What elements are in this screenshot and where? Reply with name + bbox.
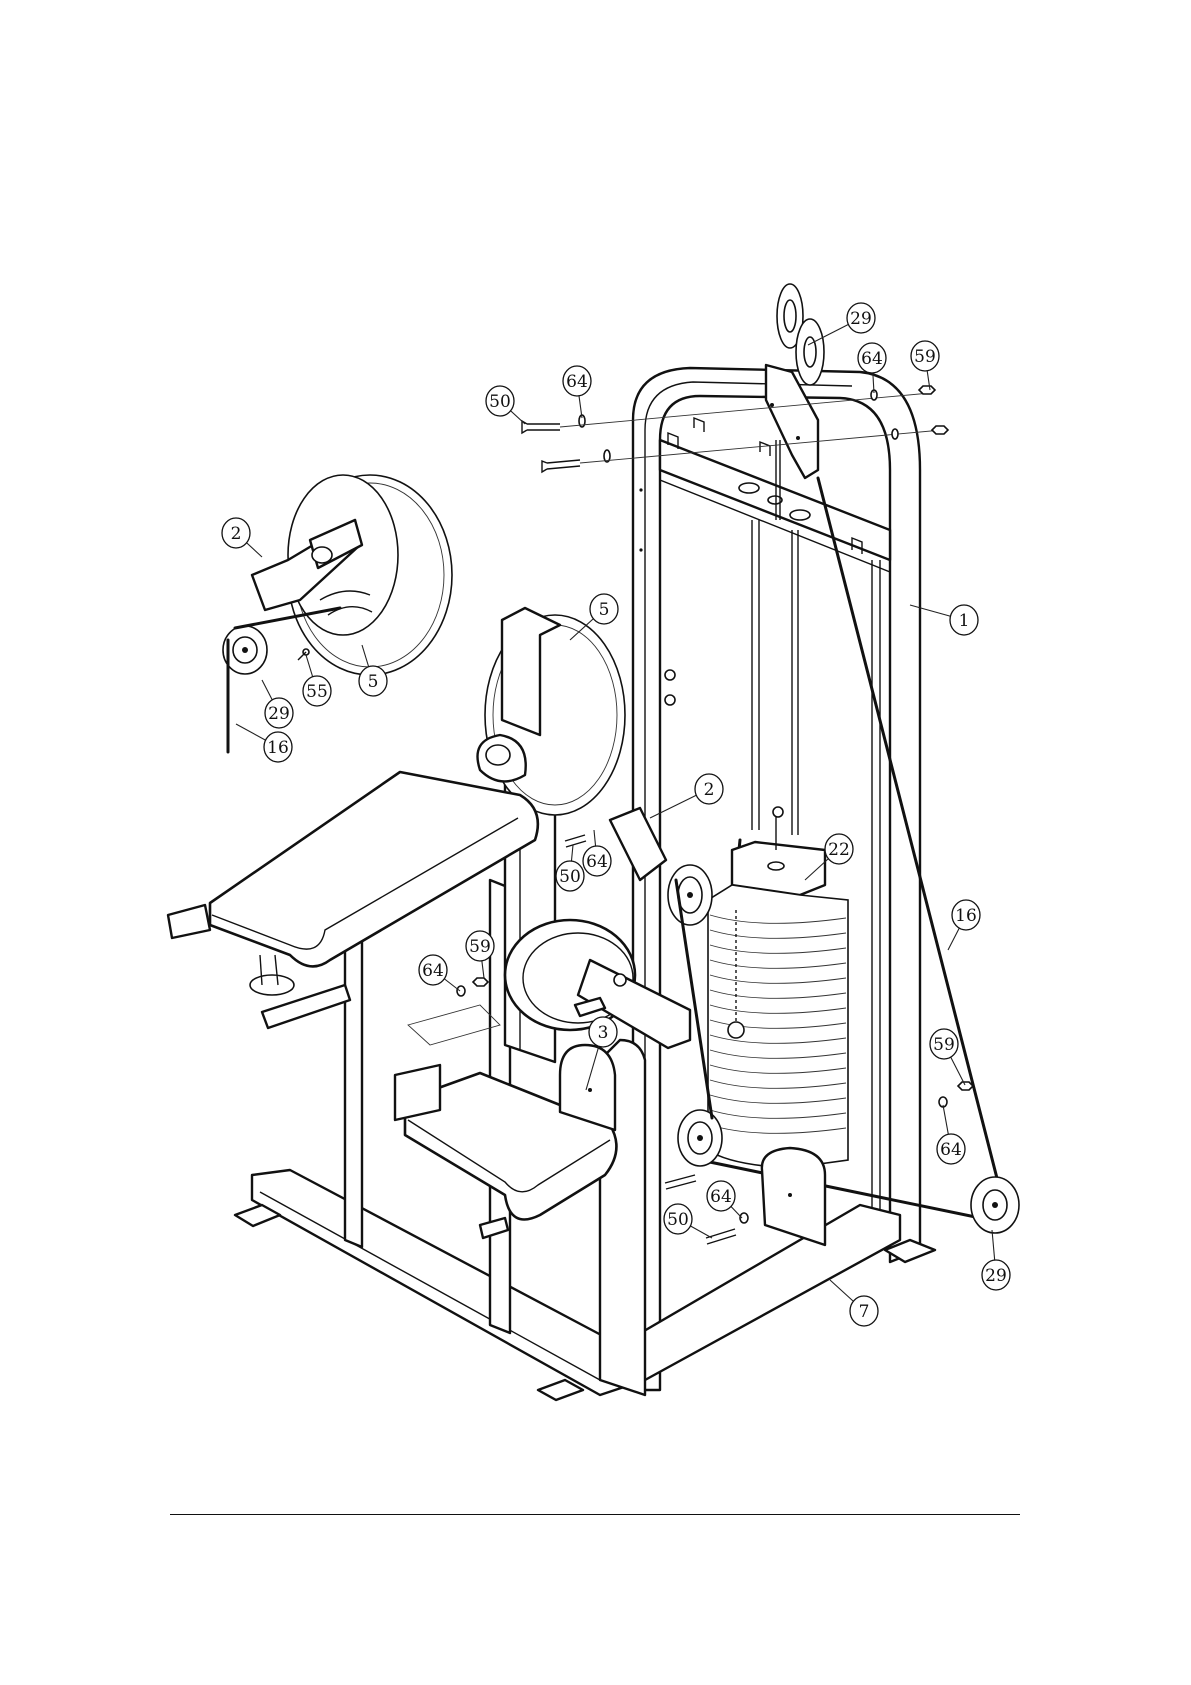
callout-c-16-inset: 16 [236, 724, 292, 762]
callout-label: 2 [231, 524, 242, 544]
callout-c-59-top: 59 [911, 341, 939, 390]
callout-label: 64 [710, 1187, 732, 1207]
callout-label: 16 [955, 906, 977, 926]
callout-label: 50 [667, 1210, 689, 1230]
callout-c-50-bottom: 50 [664, 1204, 712, 1238]
callout-c-2-inset: 2 [222, 518, 262, 557]
callout-c-50-mid: 50 [556, 845, 584, 891]
callout-label: 29 [985, 1266, 1007, 1286]
callout-label: 64 [566, 372, 588, 392]
callout-label: 50 [489, 392, 511, 412]
callout-label: 7 [859, 1302, 870, 1322]
callout-label: 64 [422, 961, 444, 981]
callout-label: 29 [268, 704, 290, 724]
callout-label: 64 [940, 1140, 962, 1160]
callout-label: 64 [586, 852, 608, 872]
callout-c-16-right: 16 [948, 900, 980, 950]
callout-c-50-top: 50 [486, 386, 525, 424]
callout-label: 55 [306, 682, 328, 702]
page-footer-rule [170, 1514, 1020, 1515]
callout-c-64-bottom: 64 [707, 1181, 742, 1218]
callout-label: 50 [559, 867, 581, 887]
callout-label: 5 [368, 672, 379, 692]
callout-label: 16 [267, 738, 289, 758]
callout-label: 59 [933, 1035, 955, 1055]
callout-c-29-inset: 29 [262, 680, 293, 728]
callout-label: 1 [959, 611, 970, 631]
callout-c-64-mid-left: 64 [419, 955, 460, 991]
callout-label: 59 [469, 937, 491, 957]
callout-label: 5 [599, 600, 610, 620]
callout-label: 29 [850, 309, 872, 329]
callout-c-64-mid: 64 [583, 830, 611, 876]
callout-c-55: 55 [303, 655, 331, 706]
callout-c-64-right: 64 [937, 1105, 965, 1164]
callout-c-64-top-left: 64 [563, 366, 591, 418]
inset-detail [223, 475, 452, 752]
callout-label: 64 [861, 349, 883, 369]
callout-label: 59 [914, 347, 936, 367]
weight-stack [708, 807, 848, 1168]
callout-label: 22 [828, 840, 850, 860]
callout-label: 2 [704, 780, 715, 800]
callout-label: 3 [598, 1023, 609, 1043]
callout-c-29-bottom: 29 [982, 1230, 1010, 1290]
callout-c-7: 7 [830, 1280, 878, 1326]
